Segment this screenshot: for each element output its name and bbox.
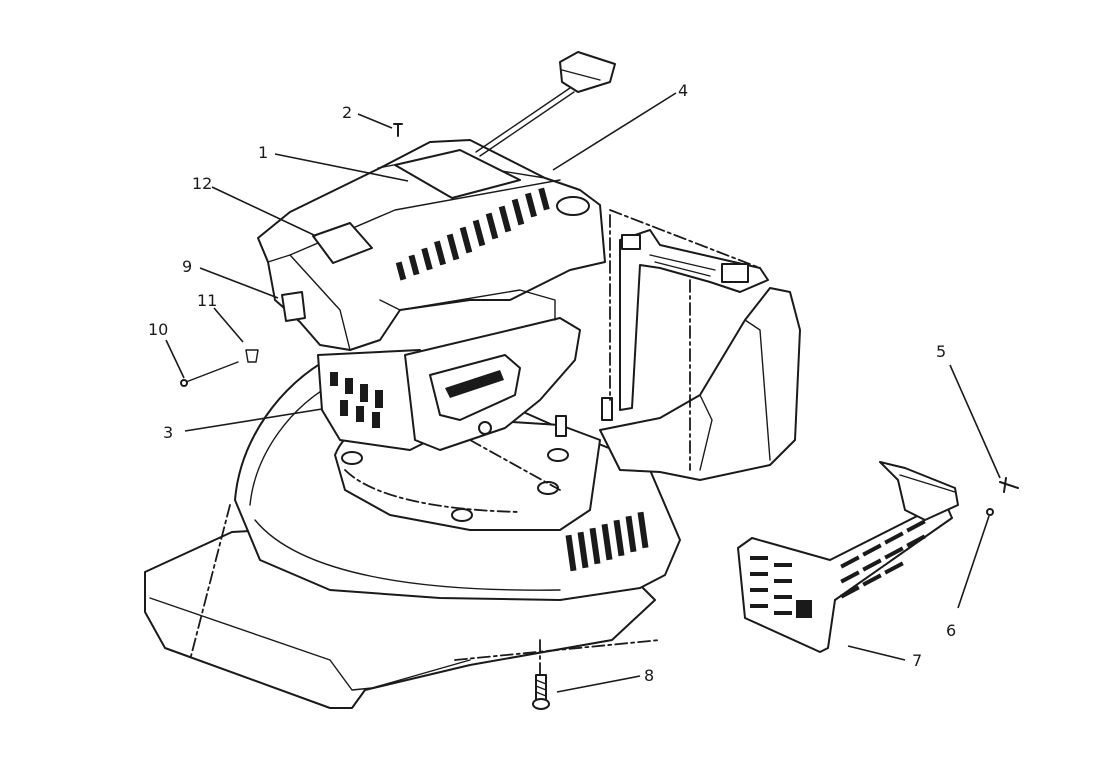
callout-3: 3 [163, 423, 173, 442]
mount-boss [451, 508, 473, 522]
callout-2: 2 [342, 103, 352, 122]
mount-post [601, 397, 613, 421]
leader-5 [949, 364, 1001, 479]
muffler-bolt [478, 421, 492, 435]
screw-part-10 [185, 361, 239, 383]
callout-5: 5 [936, 342, 946, 361]
callout-9: 9 [182, 257, 192, 276]
callout-7: 7 [912, 651, 922, 670]
leader-lines [165, 92, 1001, 693]
rear-handle-frame [619, 229, 769, 411]
callout-4: 4 [678, 81, 688, 100]
screw-part-2 [393, 123, 403, 137]
callout-6: 6 [946, 621, 956, 640]
primer-bulb [556, 196, 590, 216]
alignment-lines [189, 209, 761, 681]
callout-8: 8 [644, 666, 654, 685]
leader-9 [199, 267, 279, 299]
leader-10 [165, 339, 185, 379]
washer-part-6 [986, 508, 994, 516]
callout-1: 1 [258, 143, 268, 162]
fuel-label [281, 291, 306, 322]
mount-post [555, 415, 567, 437]
mount-boss [341, 451, 363, 465]
leader-7 [847, 645, 906, 661]
starter-cord-handle [475, 51, 616, 157]
leader-6 [957, 515, 990, 609]
callout-11: 11 [197, 291, 217, 310]
decal-label [312, 222, 373, 264]
bolt-part-8 [532, 674, 550, 710]
leader-11 [213, 307, 244, 343]
callout-10: 10 [148, 320, 168, 339]
pull-handle [559, 51, 616, 93]
cylinder-fins [330, 372, 383, 428]
engine-shroud [257, 139, 606, 351]
mount-boss [547, 448, 569, 462]
leader-12 [211, 186, 317, 237]
rear-deflector-part-7 [737, 461, 959, 653]
shroud-grille-slots [395, 187, 550, 281]
leader-2 [357, 113, 393, 129]
engine [257, 139, 606, 451]
callout-numbers: 1 2 3 4 5 6 7 8 9 10 11 12 [148, 81, 956, 685]
leader-1 [274, 153, 409, 182]
deflector-grille [750, 519, 926, 618]
leader-8 [556, 675, 641, 693]
leader-3 [184, 408, 323, 432]
engine-block [317, 349, 431, 451]
fastener-part-5 [999, 477, 1019, 493]
leader-4 [552, 92, 677, 171]
mower-deck [144, 287, 801, 709]
callout-12: 12 [192, 174, 212, 193]
deck-vent-slots [565, 511, 649, 572]
nut-part-11 [245, 349, 259, 363]
